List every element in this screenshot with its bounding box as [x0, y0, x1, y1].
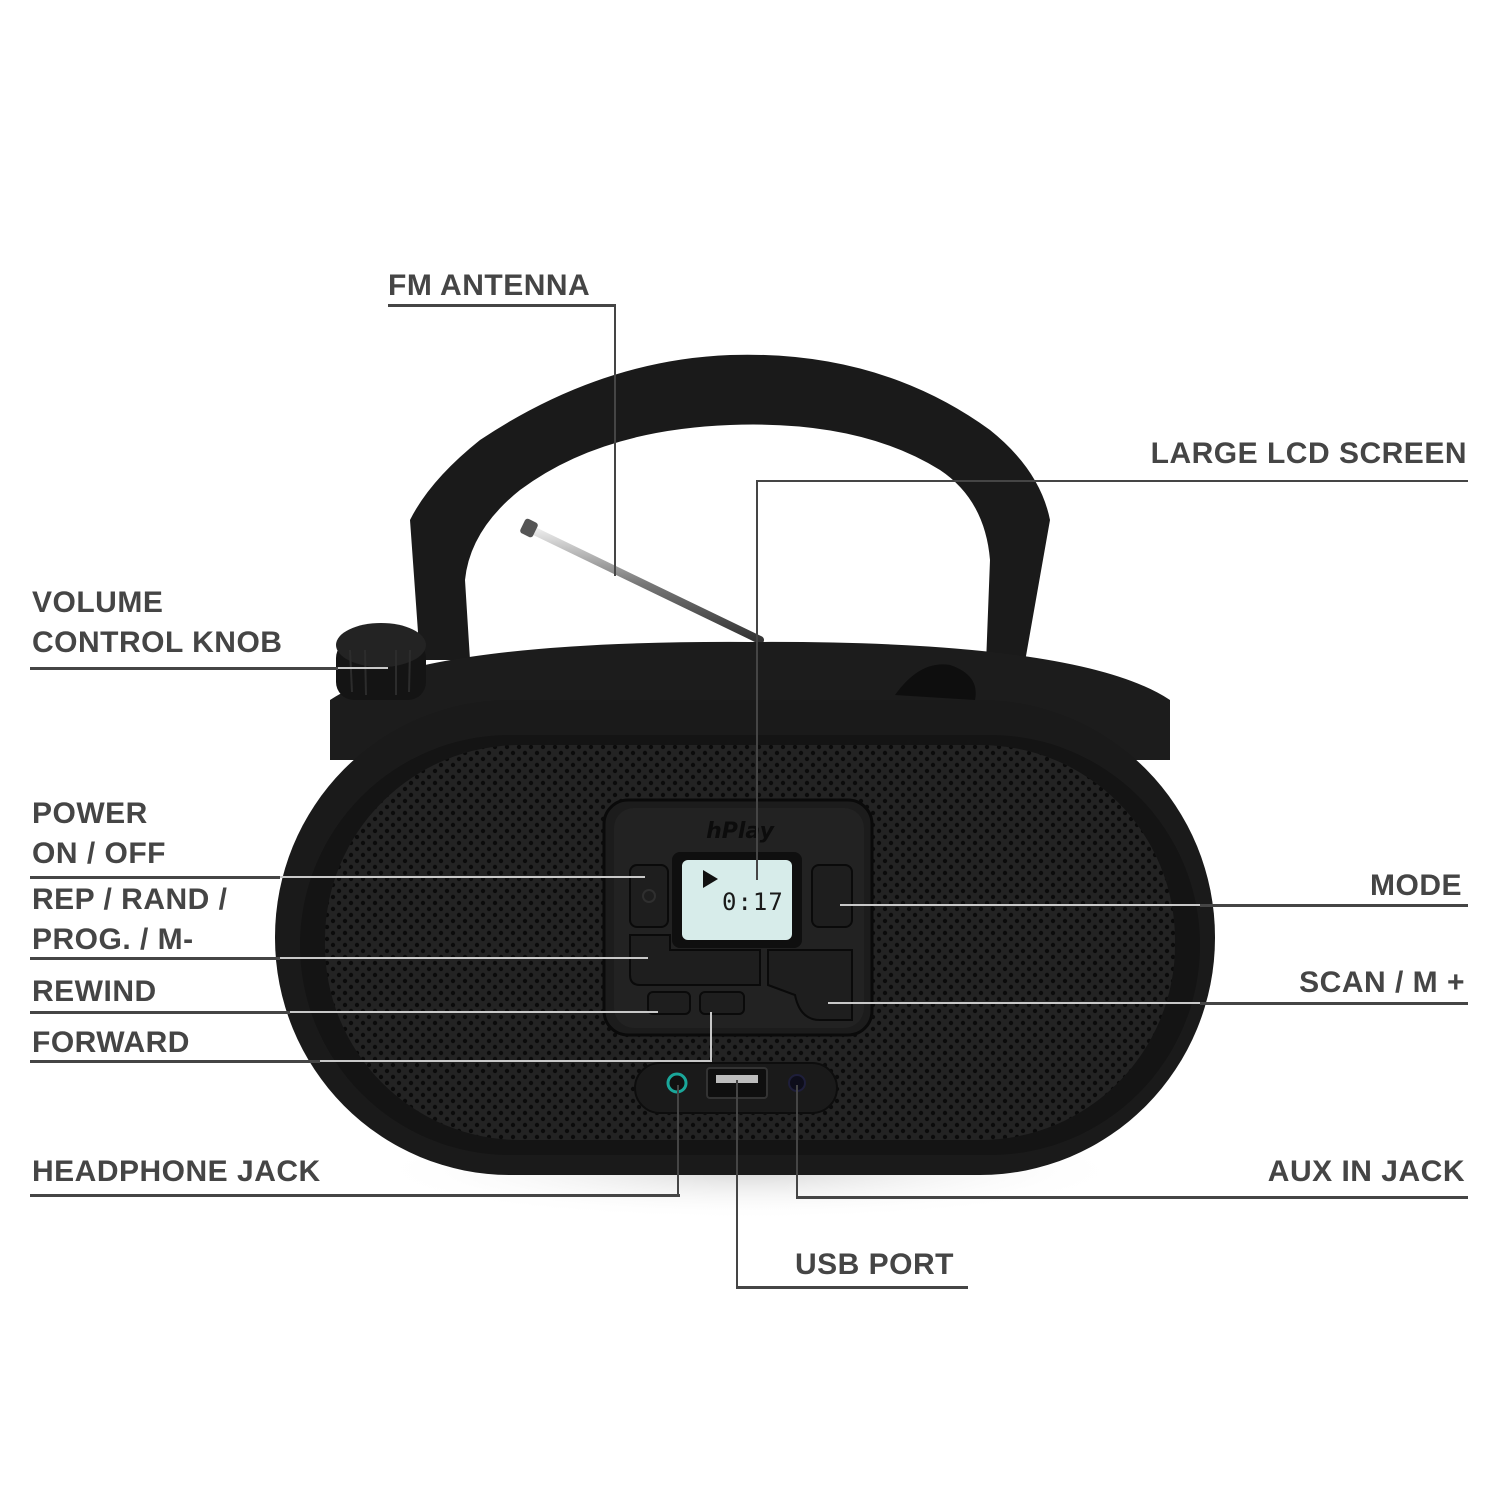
leader-lcd-screen-vertical — [756, 480, 758, 880]
label-rewind: REWIND — [32, 975, 157, 1008]
svg-text:hPlay: hPlay — [706, 819, 775, 844]
label-mode: MODE — [1370, 869, 1462, 902]
fm-antenna — [520, 518, 764, 644]
leader-forward-tip — [320, 1060, 712, 1062]
leader-forward-vertical — [710, 1012, 712, 1062]
carry-handle — [410, 354, 1050, 690]
leader-usb-vertical — [736, 1080, 738, 1288]
leader-headphone-vertical — [677, 1085, 679, 1196]
label-usb-port: USB PORT — [795, 1248, 955, 1281]
leader-rep — [30, 957, 280, 960]
label-aux-in-jack: AUX IN JACK — [1267, 1155, 1465, 1188]
label-rep-line2: PROG. / M- — [32, 923, 194, 956]
leader-power-tip — [280, 876, 645, 878]
leader-volume-tip — [338, 667, 388, 669]
leader-mode — [1200, 904, 1468, 907]
leader-fm-antenna-vertical — [614, 304, 616, 576]
lcd-time: 0:17 — [722, 888, 784, 916]
lcd-screen — [682, 860, 792, 940]
leader-power — [30, 876, 280, 879]
label-power-line1: POWER — [32, 797, 148, 830]
leader-aux — [796, 1196, 1468, 1199]
label-scan: SCAN / M + — [1299, 966, 1465, 999]
volume-knob — [336, 623, 426, 700]
label-rep-line1: REP / RAND / — [32, 883, 228, 916]
leader-rewind-tip — [290, 1011, 658, 1013]
label-forward: FORWARD — [32, 1026, 190, 1059]
label-headphone-jack: HEADPHONE JACK — [32, 1155, 321, 1188]
label-lcd-screen: LARGE LCD SCREEN — [1150, 437, 1467, 470]
label-volume-line2: CONTROL KNOB — [32, 626, 283, 659]
leader-volume — [30, 667, 338, 670]
leader-scan-tip — [828, 1002, 1200, 1004]
leader-aux-vertical — [796, 1085, 798, 1198]
leader-scan — [1200, 1002, 1468, 1005]
leader-mode-tip — [840, 904, 1215, 906]
leader-forward — [30, 1060, 320, 1063]
leader-usb — [736, 1286, 968, 1289]
leader-rewind — [30, 1011, 290, 1014]
label-fm-antenna: FM ANTENNA — [388, 269, 591, 302]
leader-fm-antenna — [388, 304, 616, 307]
play-icon — [703, 870, 718, 888]
leader-headphone — [30, 1194, 680, 1197]
leader-lcd-screen — [756, 480, 1468, 482]
label-power-line2: ON / OFF — [32, 837, 166, 870]
leader-rep-tip — [280, 957, 648, 959]
label-volume-line1: VOLUME — [32, 586, 164, 619]
